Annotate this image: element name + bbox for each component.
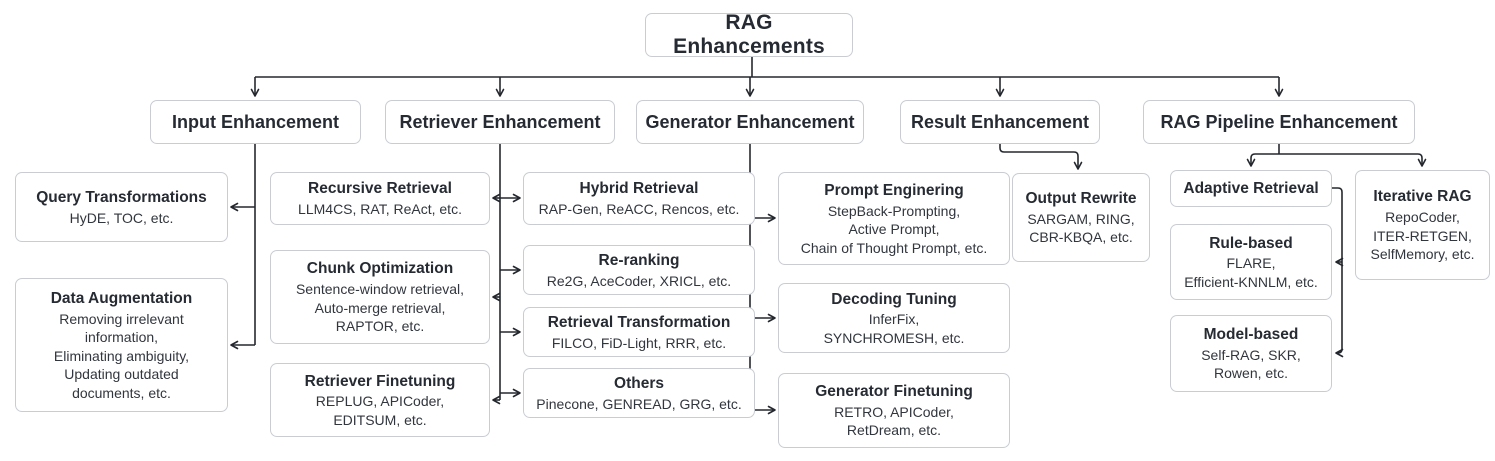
node-re-ranking: Re-ranking Re2G, AceCoder, XRICL, etc. — [523, 245, 755, 295]
node-title: Others — [614, 374, 664, 392]
node-others: Others Pinecone, GENREAD, GRG, etc. — [523, 368, 755, 418]
node-title: RAG Enhancements — [673, 11, 825, 58]
node-title: RAG Pipeline Enhancement — [1160, 111, 1398, 132]
node-prompt-engineering: Prompt Enginering StepBack-Prompting, Ac… — [778, 172, 1010, 265]
node-retriever-finetuning: Retriever Finetuning REPLUG, APICoder, E… — [270, 363, 490, 437]
node-detail: StepBack-Prompting, Active Prompt, Chain… — [800, 202, 988, 256]
node-detail: FILCO, FiD-Light, RRR, etc. — [551, 334, 727, 351]
node-data-augmentation: Data Augmentation Removing irrelevant in… — [15, 278, 228, 412]
node-rule-based: Rule-based FLARE, Efficient-KNNLM, etc. — [1170, 224, 1332, 300]
node-detail: REPLUG, APICoder, EDITSUM, etc. — [315, 393, 445, 428]
node-model-based: Model-based Self-RAG, SKR, Rowen, etc. — [1170, 315, 1332, 392]
node-rag-pipeline-enhancement: RAG Pipeline Enhancement — [1143, 100, 1415, 144]
node-title: Query Transformations — [36, 188, 207, 206]
node-iterative-rag: Iterative RAG RepoCoder, ITER-RETGEN, Se… — [1355, 170, 1490, 280]
node-detail: Sentence-window retrieval, Auto-merge re… — [295, 281, 465, 335]
node-title: Input Enhancement — [171, 111, 339, 132]
node-retrieval-transformation: Retrieval Transformation FILCO, FiD-Ligh… — [523, 307, 755, 357]
node-detail: LLM4CS, RAT, ReAct, etc. — [298, 201, 462, 218]
node-title: Iterative RAG — [1373, 188, 1472, 206]
node-chunk-optimization: Chunk Optimization Sentence-window retri… — [270, 250, 490, 344]
node-generator-finetuning: Generator Finetuning RETRO, APICoder, Re… — [778, 373, 1010, 448]
node-detail: FLARE, Efficient-KNNLM, etc. — [1184, 255, 1318, 290]
node-title: Output Rewrite — [1025, 190, 1137, 208]
node-title: Retriever Finetuning — [304, 372, 456, 390]
node-title: Rule-based — [1209, 234, 1293, 252]
node-detail: RETRO, APICoder, RetDream, etc. — [834, 403, 954, 439]
node-detail: Self-RAG, SKR, Rowen, etc. — [1201, 346, 1301, 382]
node-detail: InferFix, SYNCHROMESH, etc. — [823, 311, 965, 346]
node-title: Result Enhancement — [910, 111, 1090, 132]
node-detail: SARGAM, RING, CBR-KBQA, etc. — [1027, 210, 1135, 246]
node-retriever-enhancement: Retriever Enhancement — [385, 100, 615, 144]
node-rag-enhancements: RAG Enhancements — [645, 11, 853, 58]
node-title: Recursive Retrieval — [308, 180, 452, 198]
node-title: Data Augmentation — [50, 289, 193, 307]
node-title: Adaptive Retrieval — [1183, 179, 1319, 197]
node-title: Generator Enhancement — [645, 111, 855, 132]
node-detail: Re2G, AceCoder, XRICL, etc. — [546, 272, 732, 289]
node-output-rewrite: Output Rewrite SARGAM, RING, CBR-KBQA, e… — [1012, 173, 1150, 262]
node-title: Generator Finetuning — [815, 383, 973, 401]
node-decoding-tuning: Decoding Tuning InferFix, SYNCHROMESH, e… — [778, 283, 1010, 353]
node-result-enhancement: Result Enhancement — [900, 100, 1100, 144]
node-detail: RAP-Gen, ReACC, Rencos, etc. — [538, 201, 740, 218]
node-query-transformations: Query Transformations HyDE, TOC, etc. — [15, 172, 228, 242]
node-title: Prompt Enginering — [824, 181, 964, 199]
node-title: Re-ranking — [598, 251, 680, 269]
node-generator-enhancement: Generator Enhancement — [636, 100, 864, 144]
node-title: Chunk Optimization — [306, 260, 454, 278]
node-title: Decoding Tuning — [831, 290, 957, 308]
node-title: Retrieval Transformation — [547, 313, 731, 331]
node-detail: HyDE, TOC, etc. — [69, 209, 174, 226]
node-adaptive-retrieval: Adaptive Retrieval — [1170, 170, 1332, 207]
node-hybrid-retrieval: Hybrid Retrieval RAP-Gen, ReACC, Rencos,… — [523, 172, 755, 225]
node-title: Hybrid Retrieval — [579, 180, 699, 198]
node-detail: RepoCoder, ITER-RETGEN, SelfMemory, etc. — [1370, 209, 1475, 263]
node-detail: Pinecone, GENREAD, GRG, etc. — [536, 395, 742, 412]
node-input-enhancement: Input Enhancement — [150, 100, 361, 144]
node-detail: Removing irrelevant information, Elimina… — [53, 310, 190, 401]
node-title: Retriever Enhancement — [399, 111, 601, 132]
node-recursive-retrieval: Recursive Retrieval LLM4CS, RAT, ReAct, … — [270, 172, 490, 225]
node-title: Model-based — [1203, 326, 1299, 344]
